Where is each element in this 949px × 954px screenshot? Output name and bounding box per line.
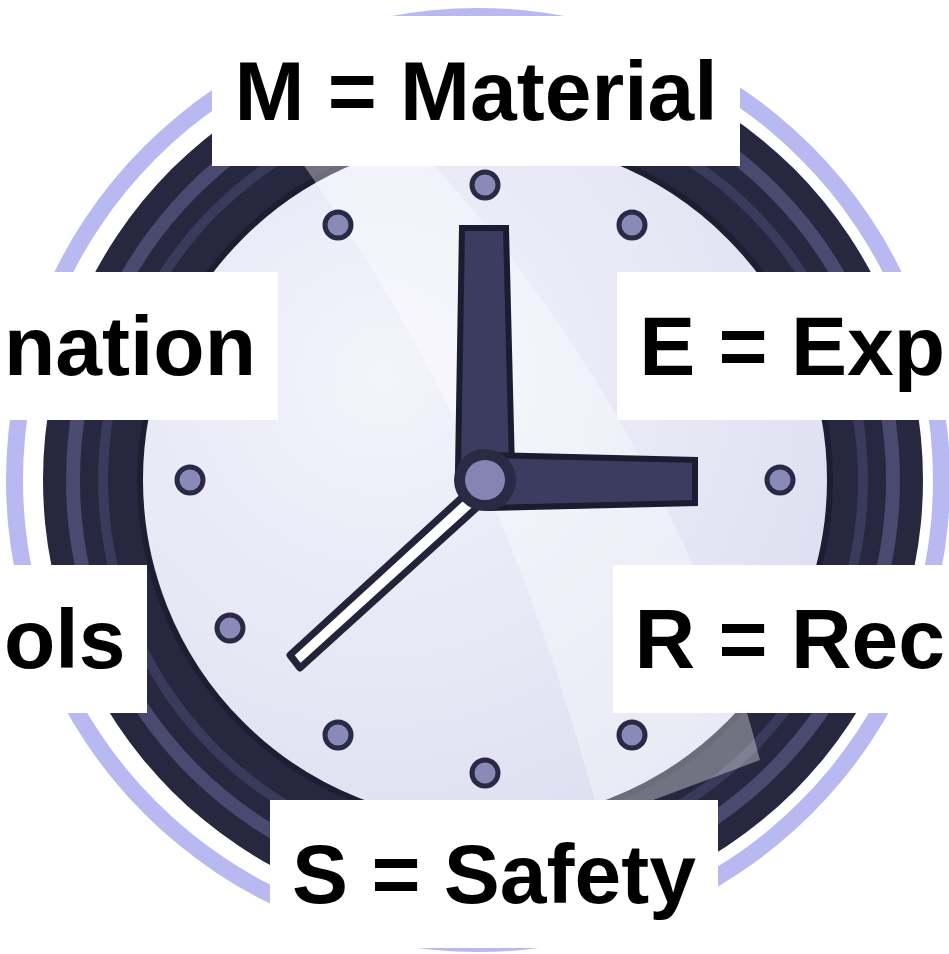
minute-hand [490, 455, 695, 508]
hour-hand [458, 228, 512, 470]
hub [454, 449, 516, 511]
acronym-label: R = Rec [613, 565, 949, 713]
acronym-label: S = Safety [270, 800, 718, 948]
acronym-label: M = Material [212, 16, 739, 166]
second-hand [290, 490, 482, 668]
bezel [43, 40, 923, 920]
bezel-stripe [73, 70, 893, 890]
acronym-label: nation [0, 272, 278, 420]
outer-ring [6, 8, 949, 952]
hub-cap [465, 460, 505, 500]
clock-face [140, 135, 830, 825]
bezel-stripe [103, 100, 863, 860]
acronym-label: E = Exp [617, 272, 949, 420]
acronym-label: ols [0, 565, 147, 713]
face-highlight [300, 150, 760, 820]
